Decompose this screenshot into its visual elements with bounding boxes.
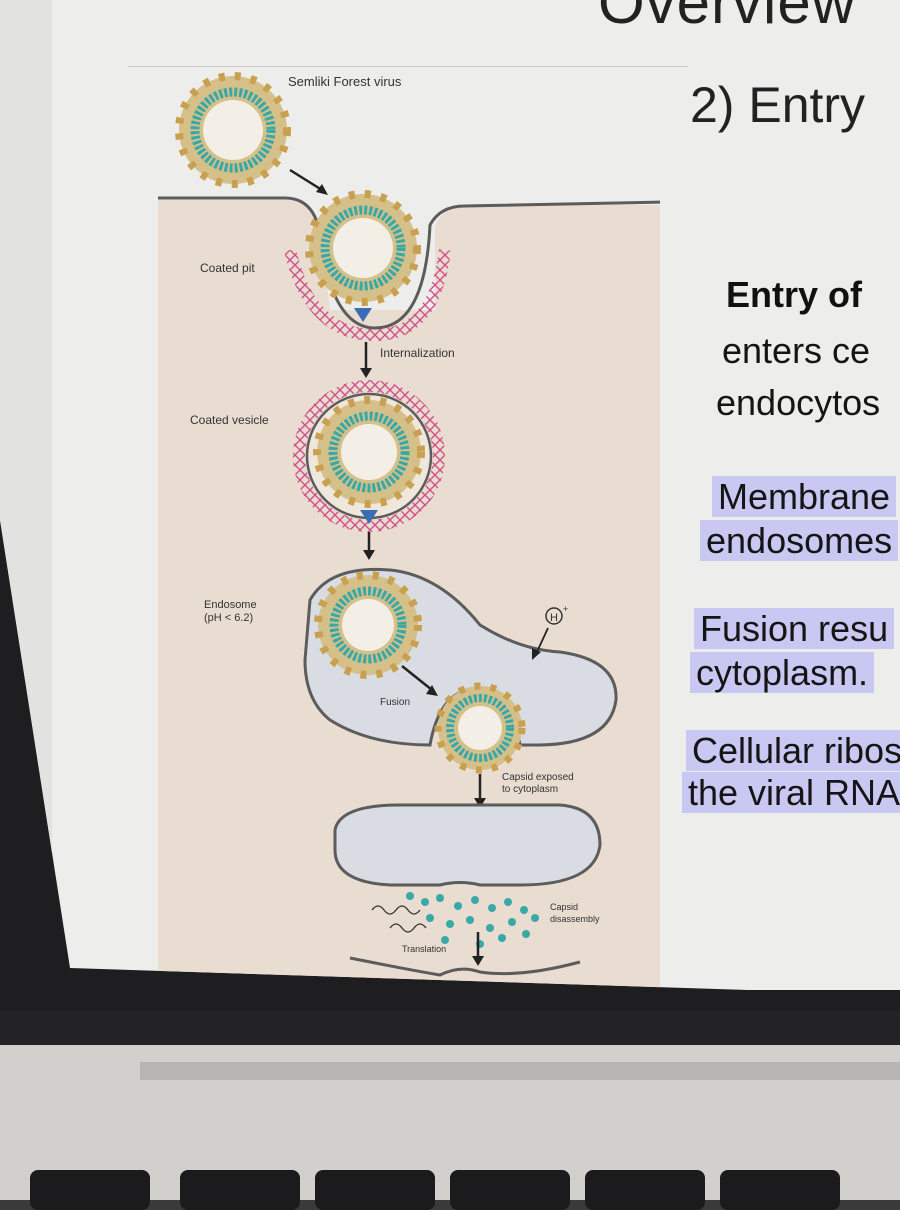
proton-charge: + xyxy=(563,604,568,614)
label-endosome: Endosome xyxy=(204,599,257,611)
deck-shadow xyxy=(140,1062,900,1080)
clathrin-coat-pit xyxy=(284,248,451,342)
arrow-proton-head xyxy=(532,648,541,660)
virus-entry-diagram: H + S xyxy=(158,72,660,990)
virus-in-vesicle xyxy=(313,396,425,508)
arrow-translation-head xyxy=(472,956,484,966)
receptor-pit xyxy=(354,308,372,322)
label-capsid-exposed-2: to cytoplasm xyxy=(502,784,558,795)
body-line-1: enters ce xyxy=(722,330,871,371)
proton-label: H xyxy=(550,612,558,624)
viral-rna xyxy=(371,905,427,933)
endosome-remnant xyxy=(333,803,602,887)
keyboard-keys xyxy=(0,1160,900,1210)
key xyxy=(585,1170,705,1210)
laptop-screen: Overview 2) Entry Entry of enters ce end… xyxy=(0,0,900,990)
highlight-2-line-1: Fusion resu xyxy=(694,608,895,649)
laptop-hinge xyxy=(0,1010,900,1050)
label-coated-vesicle: Coated vesicle xyxy=(190,413,269,427)
highlight-2-line-2: cytoplasm. xyxy=(690,652,875,693)
arrow-to-endosome-head xyxy=(363,550,375,560)
section-heading: Entry of xyxy=(726,274,863,315)
free-virus xyxy=(175,72,291,188)
highlight-1-line-1: Membrane xyxy=(712,476,897,517)
receptor-vesicle xyxy=(360,510,378,524)
coated-vesicle-coat xyxy=(293,380,445,532)
plasma-membrane xyxy=(158,196,660,330)
highlight-3-line-1: Cellular ribos xyxy=(686,730,900,771)
label-capsid-exposed-1: Capsid exposed xyxy=(502,772,574,783)
label-capsid-disassembly-2: disassembly xyxy=(550,914,600,924)
key xyxy=(450,1170,570,1210)
arrow-proton xyxy=(535,627,549,655)
arrow-internalization-head xyxy=(360,368,372,378)
key xyxy=(315,1170,435,1210)
label-endosome-ph: (pH < 6.2) xyxy=(204,612,253,624)
key xyxy=(720,1170,840,1210)
arrow-to-pit xyxy=(289,168,323,192)
label-internalization: Internalization xyxy=(380,346,455,360)
slide-subtitle: 2) Entry xyxy=(690,77,866,133)
key xyxy=(30,1170,150,1210)
arrow-fusion xyxy=(401,665,433,691)
key xyxy=(180,1170,300,1210)
fusing-virus xyxy=(434,682,526,774)
virus-in-endosome xyxy=(314,571,422,679)
highlight-1-line-2: endosomes xyxy=(700,520,899,561)
label-capsid-disassembly-1: Capsid xyxy=(550,902,578,912)
arrow-capsid-exposed-head xyxy=(474,798,486,808)
highlight-3-line-2: the viral RNA xyxy=(682,772,900,813)
slide-title: Overview xyxy=(598,0,857,36)
slide-divider xyxy=(128,66,688,67)
ribosome-membrane xyxy=(349,956,581,977)
proton-symbol xyxy=(545,607,563,625)
arrow-to-pit-head xyxy=(316,184,328,195)
label-virus: Semliki Forest virus xyxy=(288,74,402,89)
arrow-fusion-head xyxy=(426,685,438,696)
body-line-2: endocytos xyxy=(716,382,881,423)
label-fusion: Fusion xyxy=(380,697,410,708)
virus-in-pit xyxy=(305,190,421,306)
label-translation: Translation xyxy=(402,944,446,954)
label-coated-pit: Coated pit xyxy=(200,261,255,275)
